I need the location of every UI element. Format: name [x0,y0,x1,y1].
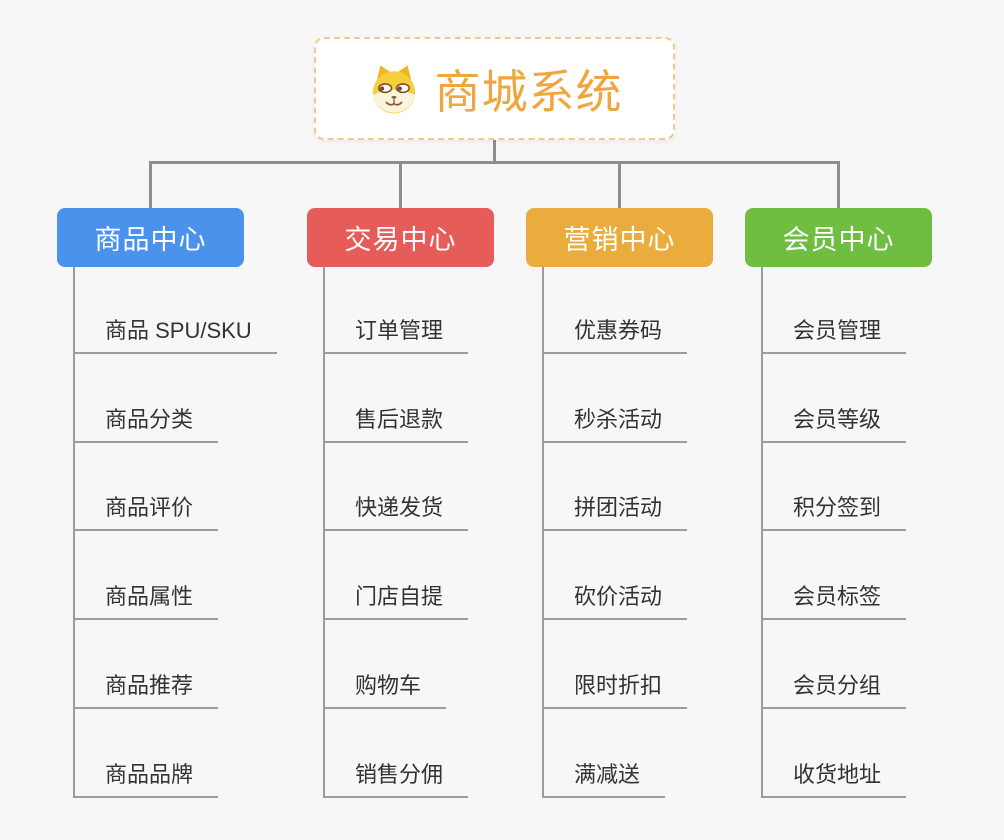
leaf-node[interactable]: 限时折扣 [542,620,688,709]
leaf-node[interactable]: 商品分类 [73,354,219,443]
leaf-node[interactable]: 售后退款 [323,354,469,443]
branch-label: 营销中心 [563,225,676,255]
leaf-node[interactable]: 购物车 [323,620,447,709]
leaf-node[interactable]: 商品推荐 [73,620,219,709]
leaf-node[interactable]: 积分签到 [761,443,907,532]
connector-bus [149,161,840,164]
leaf-node[interactable]: 会员管理 [761,265,907,354]
connector-drop-trade [399,161,402,208]
leaf-node[interactable]: 订单管理 [323,265,469,354]
leaf-column-member: 会员管理 会员等级 积分签到 会员标签 会员分组 收货地址 [761,265,907,798]
root-node[interactable]: 商城系统 [314,37,675,140]
leaf-column-product: 商品 SPU/SKU 商品分类 商品评价 商品属性 商品推荐 商品品牌 [73,265,277,798]
branch-node-product-center[interactable]: 商品中心 [57,208,244,267]
branch-spine-marketing [542,267,544,798]
leaf-column-marketing: 优惠券码 秒杀活动 拼团活动 砍价活动 限时折扣 满减送 [542,265,688,798]
branch-label: 会员中心 [782,225,895,255]
branch-node-trade-center[interactable]: 交易中心 [307,208,494,267]
leaf-node[interactable]: 秒杀活动 [542,354,688,443]
connector-root-drop [493,140,496,163]
leaf-node[interactable]: 商品属性 [73,531,219,621]
leaf-node[interactable]: 销售分佣 [323,709,469,798]
branch-label: 商品中心 [94,225,207,255]
leaf-node[interactable]: 拼团活动 [542,443,688,532]
leaf-node[interactable]: 商品评价 [73,443,219,532]
leaf-node[interactable]: 会员分组 [761,620,907,709]
leaf-node[interactable]: 门店自提 [323,531,469,621]
root-title: 商城系统 [434,65,623,118]
leaf-node[interactable]: 会员等级 [761,354,907,443]
leaf-node[interactable]: 会员标签 [761,531,907,621]
leaf-node[interactable]: 快递发货 [323,443,469,532]
branch-node-marketing-center[interactable]: 营销中心 [526,208,713,267]
leaf-node[interactable]: 商品 SPU/SKU [73,265,277,354]
leaf-node[interactable]: 收货地址 [761,709,907,798]
branch-label: 交易中心 [344,225,457,255]
leaf-node[interactable]: 优惠券码 [542,265,688,354]
connector-drop-marketing [618,161,621,208]
leaf-node[interactable]: 砍价活动 [542,531,688,621]
leaf-node[interactable]: 商品品牌 [73,709,219,798]
doge-face-icon [372,64,415,113]
branch-spine-member [761,267,763,798]
branch-spine-product [73,267,75,798]
branch-spine-trade [323,267,325,798]
connector-drop-member [837,161,840,208]
leaf-column-trade: 订单管理 售后退款 快递发货 门店自提 购物车 销售分佣 [323,265,469,798]
leaf-node[interactable]: 满减送 [542,709,666,798]
branch-node-member-center[interactable]: 会员中心 [745,208,932,267]
connector-drop-product [149,161,152,208]
